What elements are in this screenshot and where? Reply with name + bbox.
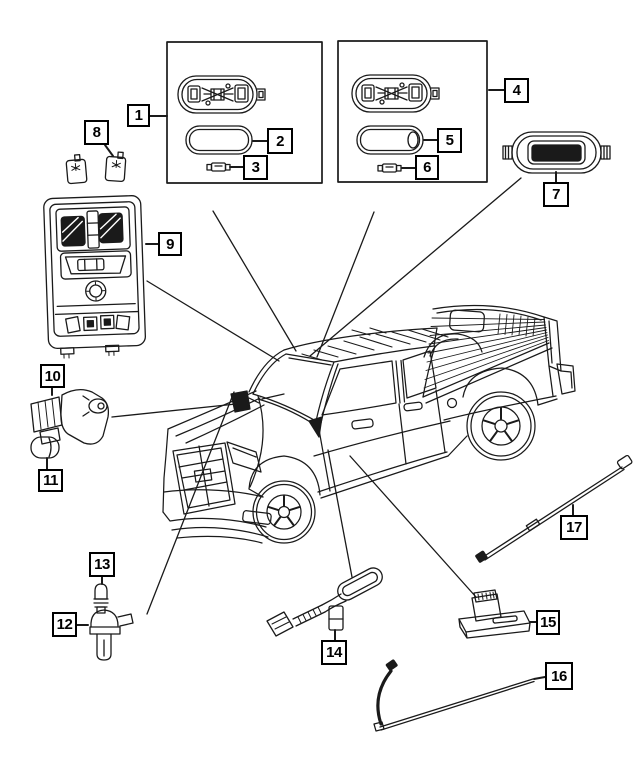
callout-8[interactable]: 8	[84, 120, 109, 145]
callout-10[interactable]: 10	[40, 364, 65, 388]
dome-lamp-assembly-4[interactable]	[351, 74, 440, 113]
leader-lamp14-to-door	[327, 449, 353, 578]
callout-ticks	[46, 89, 574, 680]
retainer-clip-left[interactable]	[65, 153, 88, 185]
callout-12[interactable]: 12	[52, 612, 77, 637]
callout-7[interactable]: 7	[543, 182, 569, 207]
antenna-cable-17[interactable]	[475, 454, 633, 563]
festoon-bulb-6[interactable]	[377, 163, 402, 173]
callout-11[interactable]: 11	[38, 469, 63, 492]
overhead-console-9[interactable]	[43, 195, 146, 359]
lamp-socket-12[interactable]	[89, 609, 134, 661]
callout-9[interactable]: 9	[158, 232, 182, 256]
lamp-module-15[interactable]	[458, 589, 531, 639]
callout-16[interactable]: 16	[545, 662, 573, 690]
leader-socket12-to-pillar	[146, 391, 235, 615]
callout-14[interactable]: 14	[321, 640, 347, 665]
leader-group4-to-roof	[316, 211, 375, 358]
leader-module15-to-door	[349, 455, 477, 598]
frame-group-1	[166, 41, 323, 184]
wedge-bulb-11[interactable]	[30, 436, 60, 459]
jumper-wire-16[interactable]	[373, 659, 535, 732]
callout-5[interactable]: 5	[437, 128, 462, 153]
callout-15[interactable]: 15	[536, 610, 560, 635]
frame-group-4	[337, 40, 488, 183]
leader-lines	[111, 177, 522, 615]
retainer-clip-right[interactable]	[104, 151, 127, 183]
leader-group1-to-roof	[212, 210, 297, 352]
dome-lamp-assembly-1[interactable]	[177, 75, 266, 114]
courtesy-lamp-10[interactable]	[30, 388, 110, 445]
callout-13[interactable]: 13	[89, 552, 115, 577]
festoon-bulb-3[interactable]	[206, 162, 231, 172]
reading-lamp-7[interactable]	[502, 131, 611, 174]
callout-6[interactable]: 6	[415, 155, 439, 180]
callout-3[interactable]: 3	[243, 155, 268, 180]
lamp-wiring-harness-14[interactable]	[266, 565, 385, 637]
dome-lamp-lens-2[interactable]	[185, 125, 253, 155]
leader-lamp7-to-roof	[309, 177, 522, 357]
callout-1[interactable]: 1	[127, 104, 150, 127]
leader-lamp10-to-mirror	[111, 403, 237, 418]
callout-17[interactable]: 17	[560, 515, 588, 540]
callout-4[interactable]: 4	[504, 78, 529, 103]
truck-illustration	[162, 304, 576, 544]
dome-lamp-lens-5[interactable]	[356, 125, 424, 155]
callout-2[interactable]: 2	[267, 128, 293, 154]
leader-console-to-windshield	[146, 280, 280, 362]
socket-bulb-13[interactable]	[93, 583, 109, 614]
